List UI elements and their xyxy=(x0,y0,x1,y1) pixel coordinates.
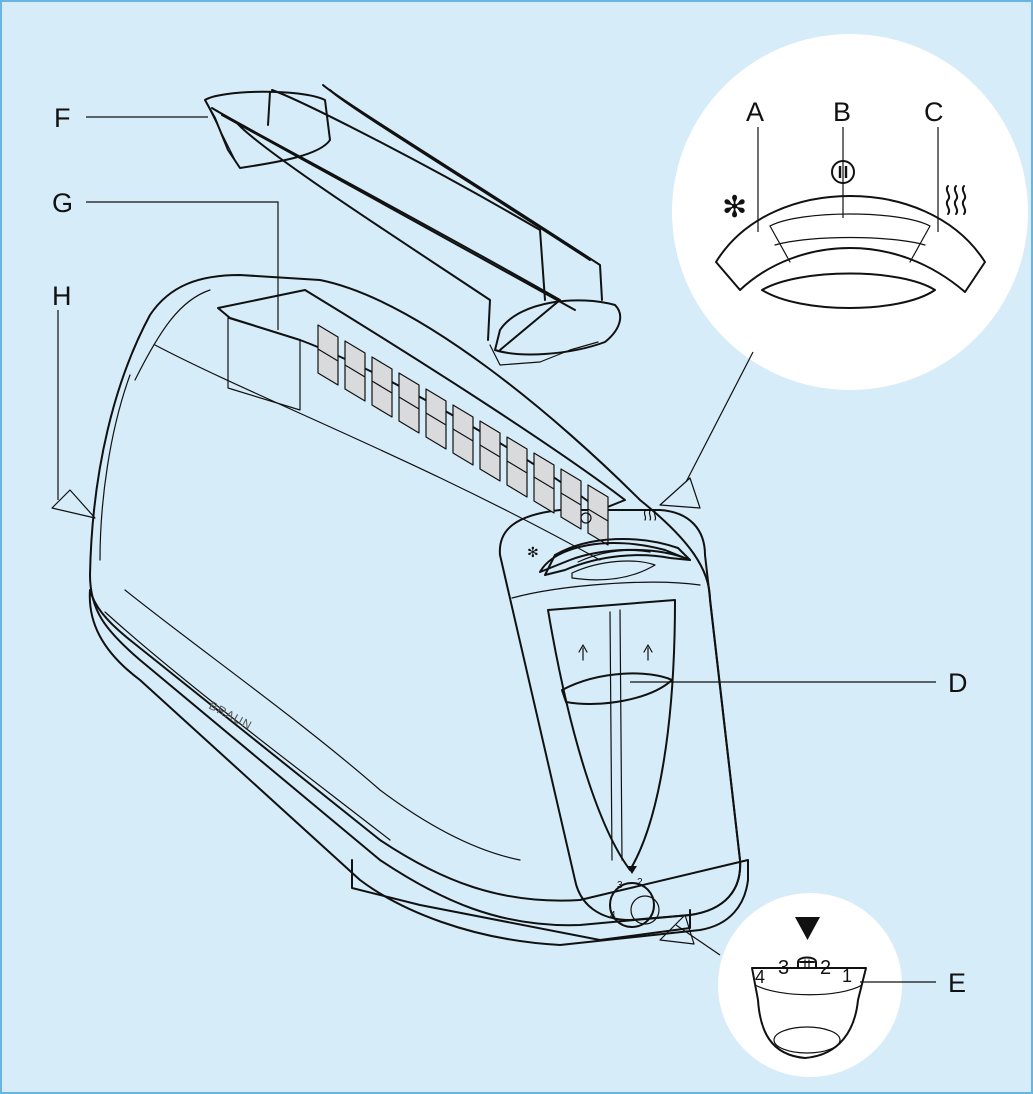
toaster-control-panel: ✻ xyxy=(527,510,691,581)
svg-text:1: 1 xyxy=(842,966,852,986)
grate-cell xyxy=(425,388,447,450)
grate-cell xyxy=(452,404,474,466)
svg-text:4: 4 xyxy=(610,910,616,921)
grate-cell xyxy=(344,340,366,402)
label-g: G xyxy=(52,188,73,218)
grate-cell xyxy=(398,372,420,434)
label-a: A xyxy=(746,97,764,127)
controls-magnifier: ✻ xyxy=(672,34,1028,390)
dial-magnifier: 4 3 2 1 xyxy=(718,893,902,1077)
label-d: D xyxy=(948,668,968,698)
svg-text:3: 3 xyxy=(778,957,789,979)
callout-labels: A B C D E F G H xyxy=(52,97,968,998)
grate-cell xyxy=(533,452,555,514)
grate-cell xyxy=(560,468,582,530)
bun-warming-rack xyxy=(204,84,622,366)
heat-waves-icon xyxy=(945,185,967,215)
svg-text:2: 2 xyxy=(820,957,831,979)
svg-text:4: 4 xyxy=(755,967,765,987)
label-f: F xyxy=(54,103,71,133)
grate-cell xyxy=(317,324,339,386)
triangle-down-icon xyxy=(795,917,820,940)
leader-lines xyxy=(51,116,939,983)
snowflake-icon: ✻ xyxy=(722,190,747,225)
label-h: H xyxy=(52,281,72,311)
grate-cell xyxy=(479,420,501,482)
label-e: E xyxy=(948,968,966,998)
grate-cell xyxy=(587,484,609,546)
svg-text:✻: ✻ xyxy=(527,545,539,561)
label-b: B xyxy=(833,97,851,127)
label-c: C xyxy=(924,97,944,127)
grate-cell xyxy=(506,436,528,498)
bread-slot xyxy=(217,289,626,546)
grate-cell xyxy=(371,356,393,418)
svg-text:2: 2 xyxy=(637,877,643,888)
svg-text:3: 3 xyxy=(617,880,623,891)
